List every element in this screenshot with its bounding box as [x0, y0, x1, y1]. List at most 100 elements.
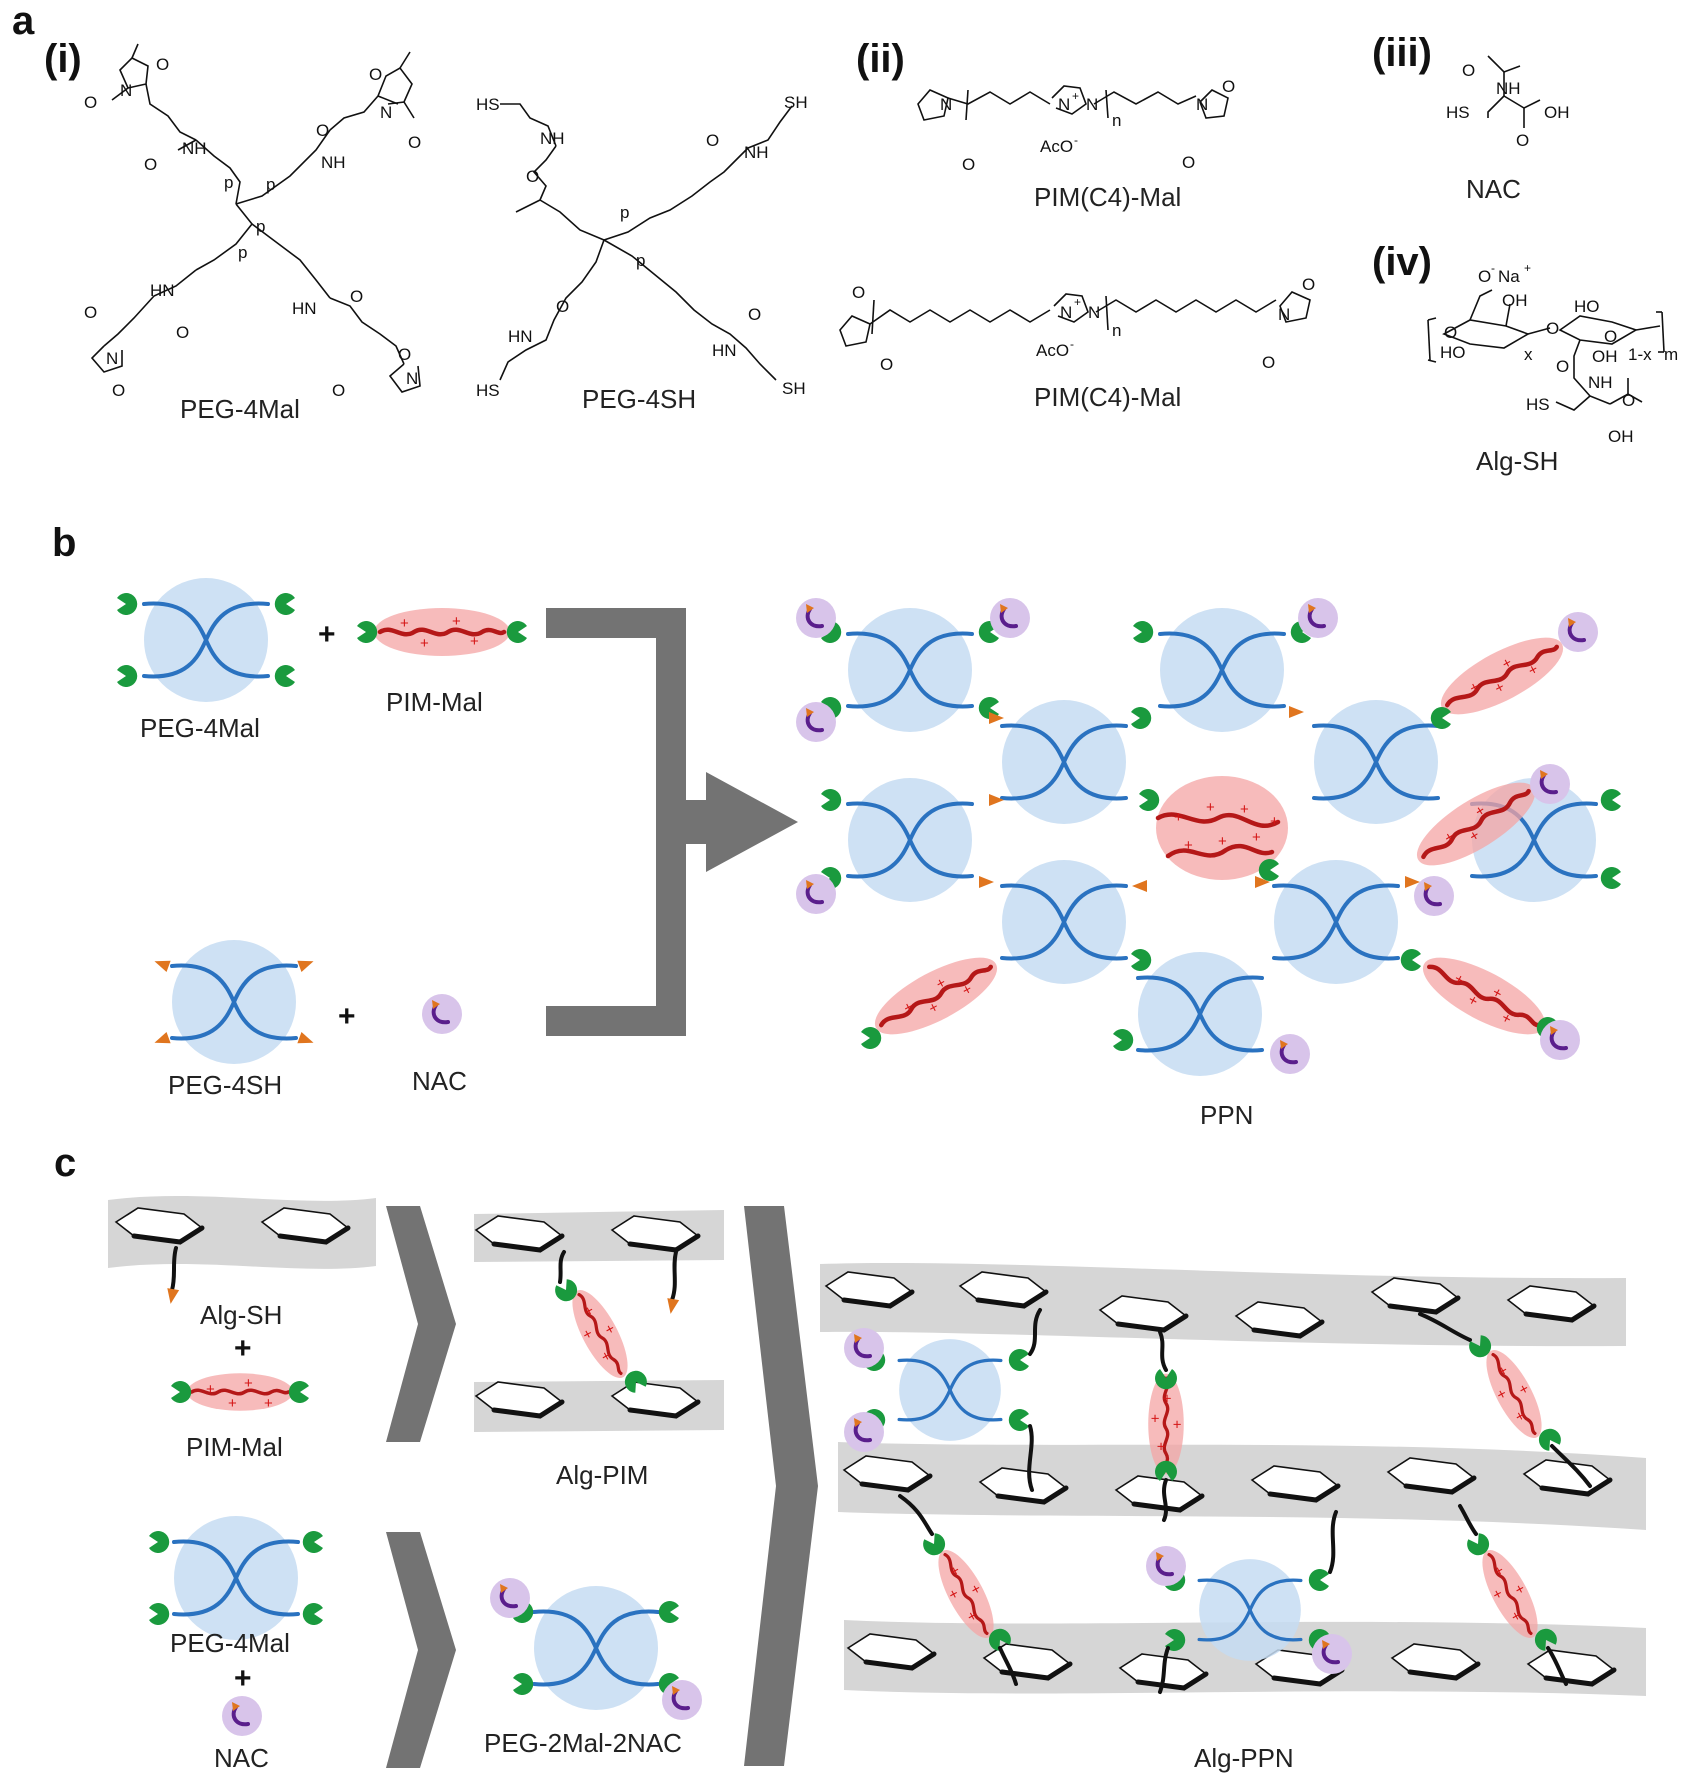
pim-mal-icon: ++++: [357, 608, 527, 656]
peg-4mal-icon: [149, 1514, 323, 1642]
label-nac-c: NAC: [214, 1743, 269, 1773]
chevron-arrow-1: [386, 1206, 456, 1442]
charge-plus: +: [1072, 89, 1079, 103]
atom-o: O: [1262, 353, 1275, 372]
atom-n: N: [940, 95, 952, 114]
atom-o: O: [962, 155, 975, 174]
peg-4mal-structure: NH NH HN HN N N N N O O O O O O O O O O …: [84, 43, 421, 400]
atom-ho: HO: [1574, 297, 1600, 316]
svg-text:+: +: [1174, 809, 1183, 826]
peg-4sh-structure: HS SH HS SH NH NH HN HN O O O O p p: [476, 93, 808, 400]
charge-plus: +: [1074, 295, 1081, 309]
panel-a-sub-i: (i): [44, 37, 82, 81]
subscript-1-x: 1-x: [1628, 345, 1652, 364]
atom-o: O: [408, 133, 421, 152]
alg-pim-icon: ++++: [474, 1210, 724, 1432]
alg-ppn-network: ++++ ++++ ++++ ++++: [820, 1262, 1646, 1696]
charge-minus: -: [1074, 133, 1078, 147]
atom-o: O: [1622, 391, 1635, 410]
subscript-n: n: [1112, 321, 1121, 340]
label-peg-4mal-c: PEG-4Mal: [170, 1628, 290, 1658]
atom-o: O: [112, 381, 125, 400]
atom-sh: SH: [782, 379, 806, 398]
atom-o: O: [1516, 131, 1529, 150]
panel-a-sub-ii: (ii): [856, 37, 905, 81]
atom-hs: HS: [1446, 103, 1470, 122]
label-pim-mal-b: PIM-Mal: [386, 687, 483, 717]
atom-o: O: [84, 303, 97, 322]
svg-text:+: +: [1270, 813, 1279, 830]
atom-hn: HN: [712, 341, 737, 360]
atom-o: O: [144, 155, 157, 174]
atom-nh: NH: [182, 139, 207, 158]
atom-o: O: [1556, 357, 1569, 376]
atom-oh: OH: [1592, 347, 1618, 366]
atom-hn: HN: [292, 299, 317, 318]
atom-p: p: [238, 243, 247, 262]
charge-plus: +: [1524, 261, 1531, 275]
atom-o: O: [880, 355, 893, 374]
atom-o: O: [1546, 319, 1559, 338]
label-peg-4mal-a: PEG-4Mal: [180, 394, 300, 424]
svg-text:+: +: [420, 635, 429, 652]
plus-sign-c2: +: [234, 1662, 252, 1695]
atom-o: O: [706, 131, 719, 150]
svg-text:+: +: [1240, 801, 1249, 818]
panel-label-b: b: [52, 521, 76, 565]
label-peg-4mal-b: PEG-4Mal: [140, 713, 260, 743]
svg-text:+: +: [228, 1395, 237, 1412]
atom-o: O: [748, 305, 761, 324]
panel-label-a: a: [12, 0, 35, 43]
atom-o: O: [176, 323, 189, 342]
atom-n-plus: N: [1058, 95, 1070, 114]
atom-p: p: [266, 175, 275, 194]
atom-n: N: [1086, 95, 1098, 114]
plus-sign-c1: +: [234, 1332, 252, 1365]
nac-icon: [220, 1694, 264, 1738]
peg-2mal-2nac-icon: [488, 1576, 704, 1722]
atom-nh: NH: [1588, 373, 1613, 392]
atom-nh: NH: [744, 143, 769, 162]
atom-o: O: [332, 381, 345, 400]
label-pim-mal-c: PIM-Mal: [186, 1432, 283, 1462]
peg-4sh-icon: [152, 938, 316, 1066]
label-alg-sh-a: Alg-SH: [1476, 446, 1558, 476]
atom-ho: HO: [1440, 343, 1466, 362]
svg-text:+: +: [1158, 1394, 1175, 1403]
atom-n: N: [406, 369, 418, 388]
atom-n: N: [380, 103, 392, 122]
atom-n: N: [120, 81, 132, 100]
atom-o: O: [316, 121, 329, 140]
atom-o: O: [1462, 61, 1475, 80]
svg-text:+: +: [400, 615, 409, 632]
atom-o: O: [398, 345, 411, 364]
atom-hs: HS: [1526, 395, 1550, 414]
peg-4mal-icon: [117, 576, 295, 704]
counterion-aco: AcO: [1040, 137, 1073, 156]
label-peg-4sh-a: PEG-4SH: [582, 384, 696, 414]
atom-p: p: [224, 173, 233, 192]
atom-o: O: [1604, 327, 1617, 346]
atom-o: O: [1444, 323, 1457, 342]
atom-sh: SH: [784, 93, 808, 112]
atom-n: N: [1196, 95, 1208, 114]
counterion-aco: AcO: [1036, 341, 1069, 360]
label-peg-2mal-2nac: PEG-2Mal-2NAC: [484, 1728, 682, 1758]
label-nac-b: NAC: [412, 1066, 467, 1096]
chevron-arrow-2: [386, 1532, 456, 1768]
pim-c4-mal-structure-bottom: N + N N n AcO - O O O O: [839, 275, 1315, 374]
atom-o: O: [1302, 275, 1315, 294]
svg-text:+: +: [264, 1395, 273, 1412]
atom-o: O: [84, 93, 97, 112]
reaction-arrow-b: [546, 608, 798, 1036]
atom-hs: HS: [476, 381, 500, 400]
atom-o: O: [369, 65, 382, 84]
charge-minus: -: [1070, 337, 1074, 351]
subscript-n: n: [1112, 111, 1121, 130]
atom-o: O: [526, 167, 539, 186]
panel-a-sub-iv: (iv): [1372, 240, 1432, 284]
nac-icon: [420, 992, 464, 1036]
atom-n: N: [1088, 303, 1100, 322]
atom-nh: NH: [321, 153, 346, 172]
